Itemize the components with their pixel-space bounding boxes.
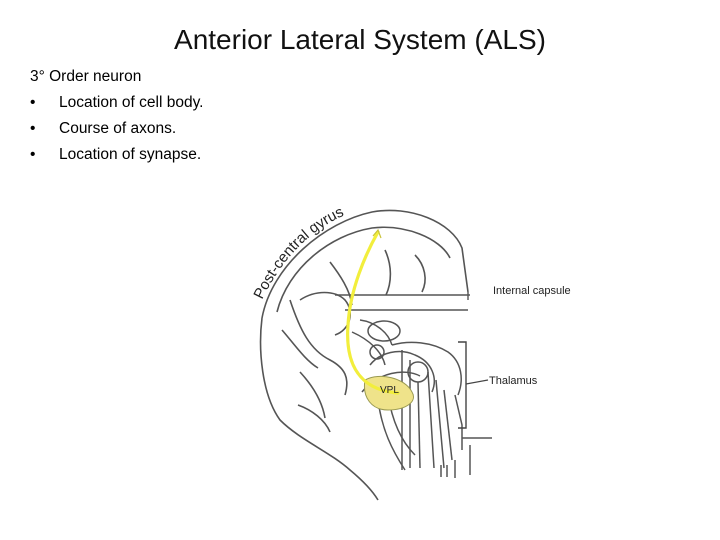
pathway-terminal <box>372 228 382 239</box>
bullet-heading: 3° Order neuron <box>30 68 142 85</box>
bullet-text: Course of axons. <box>59 120 177 137</box>
thalamus-bracket <box>458 341 467 429</box>
bullet-glyph: • <box>30 120 36 137</box>
internal-capsule-label: Internal capsule <box>493 285 571 297</box>
thalamus-leader <box>465 379 489 385</box>
bullet-text: Location of synapse. <box>59 146 202 163</box>
bullet-item: • Location of cell body. <box>30 90 203 116</box>
bullet-glyph: • <box>30 94 36 111</box>
bullet-glyph: • <box>30 146 36 163</box>
brain-outline <box>259 209 469 501</box>
bullet-item: • Location of synapse. <box>30 142 203 168</box>
thalamus-structures <box>335 294 492 478</box>
slide-title: Anterior Lateral System (ALS) <box>174 24 546 55</box>
thalamus-label: Thalamus <box>489 375 538 387</box>
vpl-label: VPL <box>380 385 399 396</box>
pathway-line <box>346 230 400 395</box>
bullet-list: 3° Order neuron • Location of cell body.… <box>30 64 203 168</box>
bullet-item: • Course of axons. <box>30 116 203 142</box>
bullet-text: Location of cell body. <box>59 94 204 111</box>
